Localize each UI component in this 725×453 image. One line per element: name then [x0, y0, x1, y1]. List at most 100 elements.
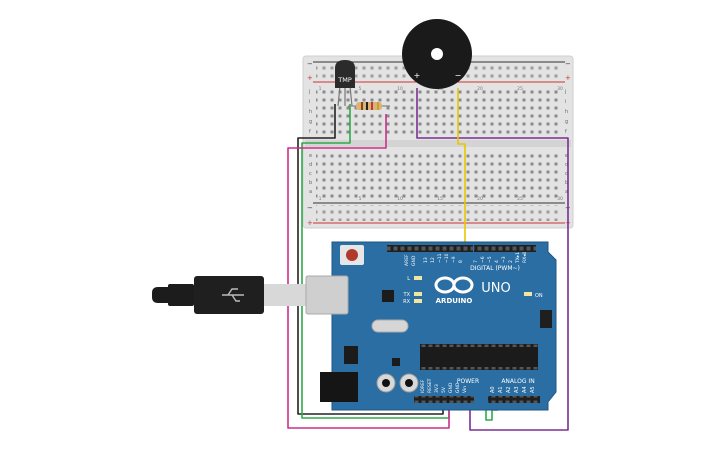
aref-label: AREF [404, 254, 410, 266]
column-number: 10 [397, 196, 403, 202]
column-number: 30 [557, 86, 563, 92]
digital-pin-label: TX▸1 [515, 252, 521, 264]
column-number: 25 [517, 196, 523, 202]
analog-pin-label: A1 [498, 386, 504, 393]
rail-minus-bottom-left: − [307, 204, 313, 212]
brand-label: ARDUINO [436, 297, 473, 305]
row-letter-right: e [565, 153, 568, 159]
digital-pin-label: 7 [473, 260, 479, 263]
led-l-label: L [407, 276, 410, 282]
row-letter-left: g [309, 119, 312, 125]
analog-pin-label: A3 [514, 386, 520, 393]
column-number: 1 [319, 86, 322, 92]
piezo-buzzer: + − [402, 19, 472, 89]
analog-pin-label: A5 [530, 386, 536, 393]
wire-purple-buzzer [416, 88, 569, 431]
row-letter-right: g [565, 119, 568, 125]
row-letter-right: d [565, 162, 568, 168]
row-letter-left: h [309, 109, 312, 115]
row-letter-left: b [309, 180, 312, 186]
power-pin-label: GND [448, 382, 454, 393]
power-pin-label: GND [455, 382, 461, 393]
led-tx-label: TX [403, 292, 411, 298]
row-letter-left: a [309, 189, 312, 195]
wire-black-gnd [297, 104, 444, 415]
column-number: 5 [359, 196, 362, 202]
led-rx-label: RX [403, 299, 410, 305]
row-letter-left: i [309, 99, 310, 105]
row-letter-left: d [309, 162, 312, 168]
row-letter-right: h [565, 109, 568, 115]
digital-pin-label: 2 [508, 260, 514, 263]
column-number: 10 [397, 86, 403, 92]
column-number: 15 [437, 196, 443, 202]
usb-cable [152, 276, 308, 314]
power-pin-label: 3V3 [434, 384, 440, 393]
board-name-label: UNO [481, 281, 510, 296]
row-letter-left: f [309, 129, 311, 135]
row-letter-left: c [309, 171, 312, 177]
power-pin-label: Vin [462, 386, 468, 393]
row-letter-right: c [565, 171, 568, 177]
digital-pin-label: ~5 [487, 256, 493, 263]
digital-pin-label: ~6 [480, 256, 486, 263]
resistor [348, 102, 390, 110]
row-letter-right: j [564, 89, 566, 95]
arduino-logo-icon [434, 276, 474, 294]
digital-label: DIGITAL (PWM~) [470, 265, 520, 272]
analog-pin-label: A2 [506, 386, 512, 393]
row-letter-right: a [565, 189, 568, 195]
analog-pin-label: A4 [522, 386, 528, 393]
rail-plus-top-left: + [307, 74, 313, 82]
column-number: 5 [359, 86, 362, 92]
power-pin-label: 5V [441, 386, 447, 393]
gnd-label: GND [411, 255, 417, 266]
digital-pin-label: 4 [494, 260, 500, 263]
power-label: POWER [457, 378, 479, 385]
digital-pin-label: ~9 [451, 256, 457, 263]
row-letter-right: b [565, 180, 568, 186]
rail-minus-top-left: − [307, 60, 313, 68]
analog-label: ANALOG IN [501, 378, 534, 385]
row-letter-left: e [309, 153, 312, 159]
digital-pin-label: 12 [430, 257, 436, 263]
column-number: 15 [437, 86, 443, 92]
row-letter-right: i [565, 99, 566, 105]
row-letter-left: j [308, 89, 310, 95]
buzzer-minus-label: − [455, 71, 462, 80]
temperature-sensor: TMP [335, 60, 355, 107]
rail-minus-top-right: − [565, 60, 571, 68]
column-number: 1 [319, 196, 322, 202]
sensor-label: TMP [337, 76, 352, 84]
digital-pin-label: ~11 [437, 253, 443, 263]
power-pin-label: IOREF [420, 379, 426, 393]
buzzer-plus-label: + [414, 71, 421, 80]
power-pin-label: RESET [427, 378, 433, 393]
column-number: 30 [557, 196, 563, 202]
on-label: ON [535, 293, 543, 299]
analog-pin-label: A0 [490, 386, 496, 393]
digital-pin-label: 8 [458, 260, 464, 263]
column-number: 20 [477, 196, 483, 202]
digital-pin-label: ~10 [444, 253, 450, 263]
rail-plus-top-right: + [565, 74, 571, 82]
wire-yellow-pin8 [457, 88, 466, 247]
digital-pin-label: RX◂0 [522, 252, 528, 263]
column-number: 20 [477, 86, 483, 92]
digital-pin-label: ~3 [501, 256, 507, 263]
usb-icon [222, 288, 244, 302]
rail-plus-bottom-left: + [307, 219, 313, 227]
column-number: 25 [517, 86, 523, 92]
digital-pin-label: 13 [423, 257, 429, 263]
row-letter-right: f [565, 129, 567, 135]
